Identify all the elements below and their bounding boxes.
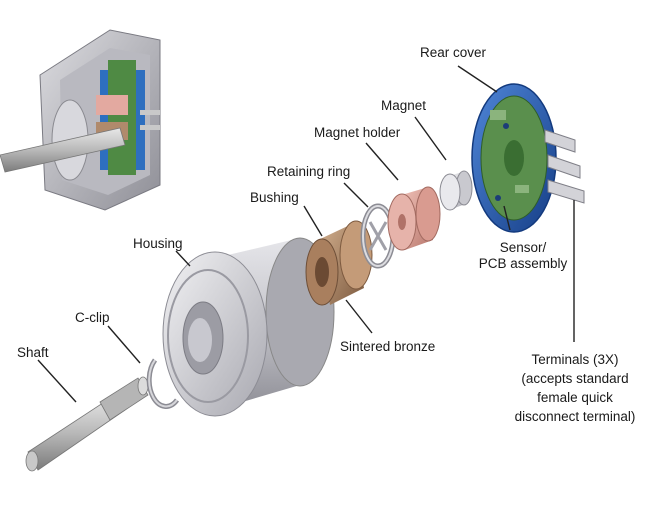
label-bushing: Bushing [250, 190, 299, 205]
cutaway-assembly [0, 29, 161, 211]
leader-bushing [303, 205, 323, 237]
label-c-clip: C-clip [75, 310, 110, 325]
label-terminals-line2: (accepts standard [521, 371, 629, 386]
magnet-part [439, 170, 473, 211]
leader-magnet-holder [365, 142, 399, 181]
label-retaining-ring: Retaining ring [267, 164, 351, 179]
housing-part [162, 237, 335, 417]
label-sensor-pcb: Sensor/ PCB assembly [473, 240, 573, 272]
terminals-part [544, 129, 585, 204]
rear-cover-part [471, 83, 557, 233]
label-sensor-line2: PCB assembly [478, 256, 568, 271]
label-sintered-bronze: Sintered bronze [340, 339, 436, 354]
label-terminals-line4: disconnect terminal) [514, 409, 636, 424]
leader-shaft [37, 359, 77, 403]
leader-sintered-bronze [345, 299, 373, 334]
label-terminals-line3: female quick [537, 390, 613, 405]
leader-sensor [503, 205, 511, 231]
shaft-part [25, 376, 149, 472]
leader-lines [37, 65, 575, 403]
leader-magnet [414, 116, 447, 161]
label-housing: Housing [133, 236, 183, 251]
label-rear-cover: Rear cover [420, 45, 487, 60]
label-magnet-holder: Magnet holder [314, 125, 401, 140]
magnet-holder-part [387, 186, 441, 251]
leader-c-clip [107, 325, 141, 364]
label-sensor-line1: Sensor/ [499, 240, 547, 255]
leader-rear-cover [457, 65, 498, 93]
label-shaft: Shaft [17, 345, 49, 360]
leader-retaining-ring [343, 182, 369, 208]
label-magnet: Magnet [381, 98, 427, 113]
label-terminals: Terminals (3X) (accepts standard female … [505, 350, 645, 426]
leader-housing [175, 250, 191, 267]
c-clip-part [146, 358, 180, 409]
label-terminals-line1: Terminals (3X) [531, 352, 619, 367]
